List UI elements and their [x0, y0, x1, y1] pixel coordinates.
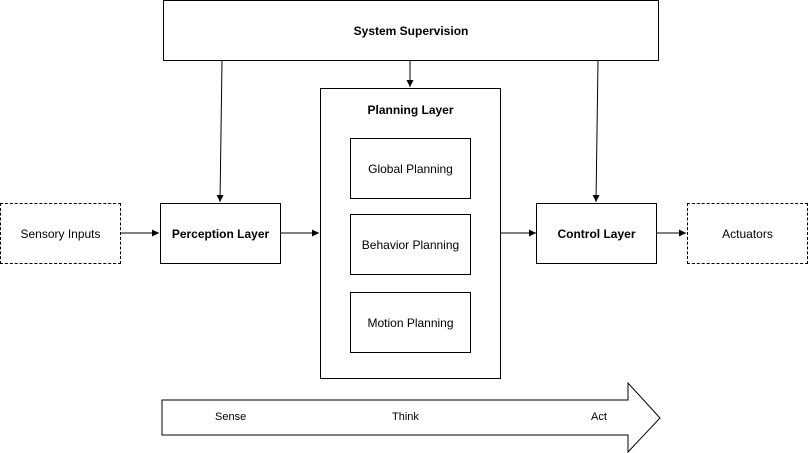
motion-planning-label: Motion Planning — [367, 315, 454, 330]
perception-layer-label: Perception Layer — [171, 226, 270, 241]
act-label: Act — [591, 411, 607, 423]
system-supervision-label: System Supervision — [353, 23, 469, 38]
perception-layer-box: Perception Layer — [160, 203, 281, 264]
control-layer-label: Control Layer — [557, 226, 636, 241]
actuators-label: Actuators — [722, 226, 773, 241]
arrow-supervision-to-control — [592, 60, 600, 203]
behavior-planning-label: Behavior Planning — [361, 237, 460, 252]
control-layer-box: Control Layer — [536, 203, 657, 264]
system-supervision-box: System Supervision — [163, 0, 659, 61]
sensory-inputs-box: Sensory Inputs — [0, 203, 121, 264]
behavior-planning-box: Behavior Planning — [350, 214, 471, 275]
sense-think-act-arrow — [161, 381, 661, 453]
sensory-inputs-label: Sensory Inputs — [20, 226, 101, 241]
global-planning-box: Global Planning — [350, 138, 471, 199]
think-label: Think — [392, 411, 419, 423]
arrow-supervision-to-perception — [216, 60, 224, 203]
actuators-box: Actuators — [687, 203, 808, 264]
planning-layer-label: Planning Layer — [367, 103, 454, 117]
global-planning-label: Global Planning — [368, 161, 453, 176]
sense-label: Sense — [215, 411, 247, 423]
motion-planning-box: Motion Planning — [350, 292, 471, 353]
